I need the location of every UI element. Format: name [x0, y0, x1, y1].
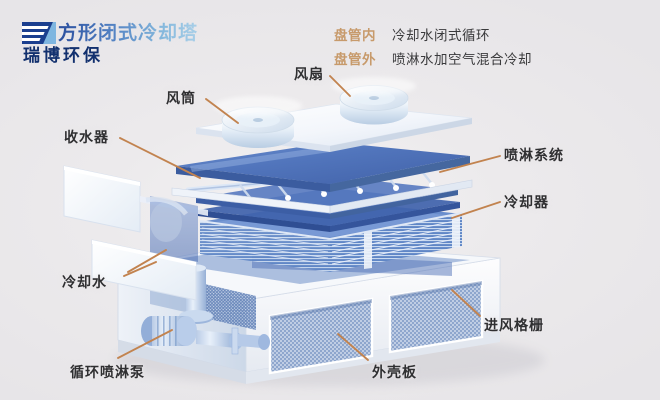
inner-structure: [145, 196, 198, 262]
brand-block: 方形闭式冷却塔 瑞博环保: [22, 22, 198, 66]
leader-fan: [329, 75, 351, 97]
leader-cooler: [451, 201, 501, 219]
callout-spray-system: 喷淋系统: [504, 148, 564, 164]
callout-cooling-water: 冷却水: [62, 275, 107, 291]
drift-eliminator-deck: [176, 142, 470, 192]
callout-casing-panel: 外壳板: [372, 365, 417, 381]
leader-cooling-water-a: [127, 249, 167, 273]
grille-panel-right: [388, 279, 484, 354]
callout-fan: 风扇: [294, 67, 324, 83]
grille-panel-left: [268, 297, 374, 375]
leader-drift-eliminator: [119, 137, 201, 179]
suction-pipe: [196, 330, 236, 348]
exploded-side-panels: [63, 165, 208, 301]
company-name: 瑞博环保: [23, 46, 103, 66]
legend-block: 盘管内 冷却水闭式循环 盘管外 喷淋水加空气混合冷却: [334, 24, 532, 68]
brand-top-row: 方形闭式冷却塔: [22, 22, 198, 44]
air-intake-grilles: [268, 279, 484, 375]
legend-value: 喷淋水加空气混合冷却: [392, 52, 532, 68]
leader-air-duct: [205, 98, 239, 124]
callout-spray-pump: 循环喷淋泵: [70, 365, 145, 381]
leader-cooling-water-b: [123, 261, 157, 277]
product-title: 方形闭式冷却塔: [58, 22, 199, 44]
legend-key: 盘管外: [334, 52, 376, 68]
legend-row: 盘管内 冷却水闭式循环: [334, 24, 532, 44]
callout-drift-eliminator: 收水器: [64, 130, 109, 146]
legend-key: 盘管内: [334, 28, 376, 44]
leader-casing-panel: [337, 333, 369, 361]
callout-air-duct: 风筒: [166, 91, 196, 107]
ruibo-wave-logo-icon: [22, 22, 56, 44]
leader-spray-system: [439, 155, 501, 173]
deck-support-rail: [171, 179, 473, 214]
callout-cooler: 冷却器: [504, 195, 549, 211]
leader-spray-pump: [117, 329, 173, 359]
leader-air-intake-louver: [451, 289, 481, 317]
legend-row: 盘管外 喷淋水加空气混合冷却: [334, 48, 532, 68]
legend-value: 冷却水闭式循环: [392, 28, 490, 44]
callout-air-intake-louver: 进风格栅: [484, 318, 544, 334]
